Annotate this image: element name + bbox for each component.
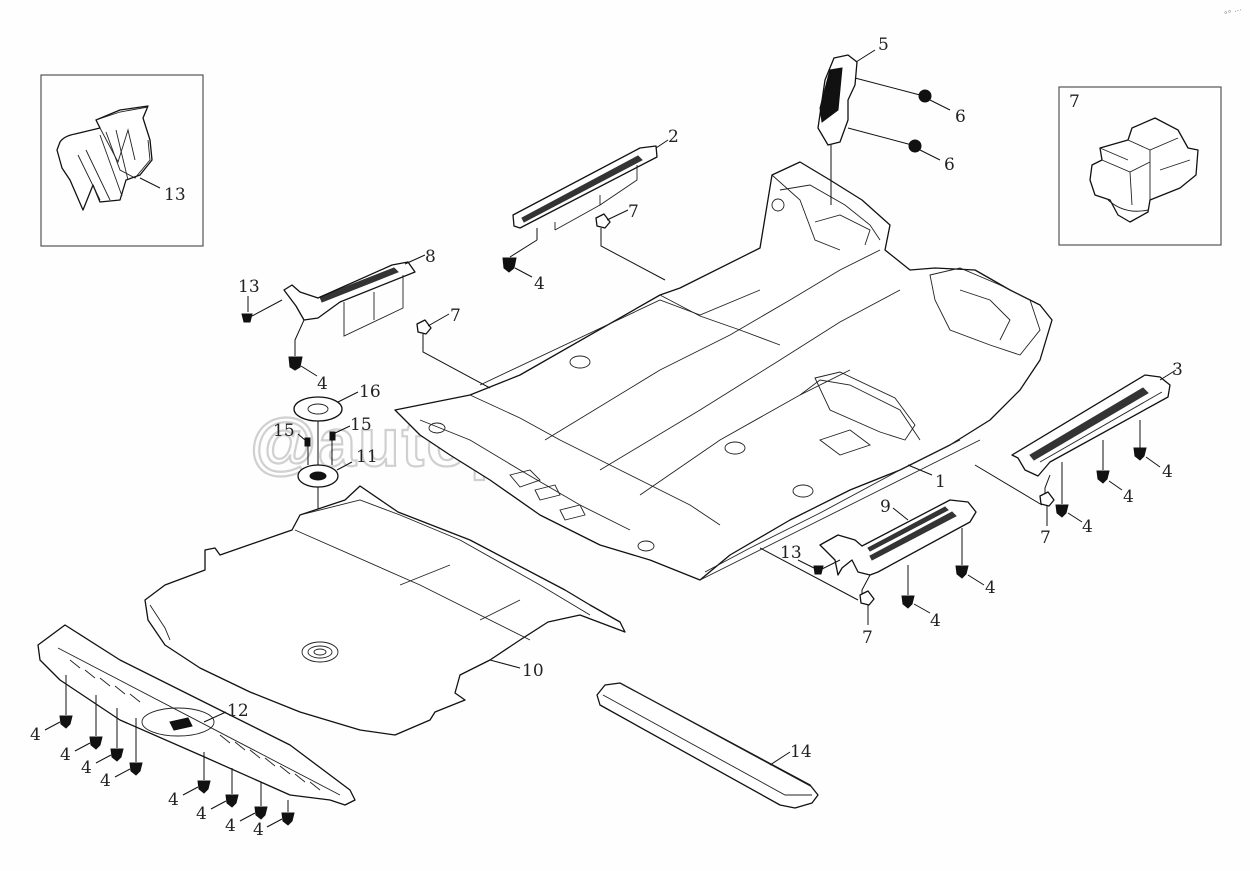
callout-6-upper: 6 xyxy=(955,107,966,127)
callout-15-right: 15 xyxy=(350,415,372,435)
callout-4-scuff-8: 4 xyxy=(253,820,264,840)
sill-plate-8 xyxy=(283,261,416,337)
scuff-plate-12 xyxy=(37,624,356,806)
callout-9: 9 xyxy=(880,497,891,517)
sill-plate-3 xyxy=(1011,374,1171,477)
callout-4-sill-3-c: 4 xyxy=(1082,517,1093,537)
clip-13-sill-8 xyxy=(241,313,253,323)
callout-11: 11 xyxy=(356,447,378,467)
callout-4-scuff-4: 4 xyxy=(100,771,111,791)
callout-6-lower: 6 xyxy=(944,155,955,175)
clip-7-sill-8 xyxy=(416,319,432,335)
callout-7-inset: 7 xyxy=(1069,92,1080,112)
callout-4-sill-3-a: 4 xyxy=(1162,462,1173,482)
clip-7-sill-3 xyxy=(1039,491,1055,507)
washer-16 xyxy=(293,396,343,422)
sill-plate-9 xyxy=(819,499,977,576)
inset-clip-7: 7 xyxy=(1058,86,1222,246)
callout-4-scuff-2: 4 xyxy=(60,745,71,765)
inset-frame xyxy=(40,74,204,247)
inset-frame xyxy=(1058,86,1222,246)
callout-3: 3 xyxy=(1172,360,1183,380)
callout-10: 10 xyxy=(522,661,544,681)
callout-4-scuff-5: 4 xyxy=(168,790,179,810)
callout-5: 5 xyxy=(878,35,889,55)
callout-4-scuff-6: 4 xyxy=(196,804,207,824)
callout-2: 2 xyxy=(668,127,679,147)
clip-7-sill-2 xyxy=(595,213,611,229)
callout-14: 14 xyxy=(790,742,812,762)
callout-4-sill-3-b: 4 xyxy=(1123,487,1134,507)
callout-4-scuff-1: 4 xyxy=(30,725,41,745)
sill-plate-2 xyxy=(512,145,658,231)
callout-4-sill-2: 4 xyxy=(534,274,545,294)
callout-4-sill-9-b: 4 xyxy=(930,611,941,631)
callout-1: 1 xyxy=(935,472,946,492)
screw-15-left xyxy=(304,437,311,447)
clip-13-sill-9 xyxy=(813,565,824,575)
callout-4-scuff-7: 4 xyxy=(225,816,236,836)
callout-8: 8 xyxy=(425,247,436,267)
bracket-11 xyxy=(297,464,339,488)
clip-13-illustration xyxy=(56,105,153,211)
screw-15-right xyxy=(329,431,336,441)
callout-16: 16 xyxy=(359,382,381,402)
callout-13-sill-8: 13 xyxy=(238,277,260,297)
callout-13-sill-9: 13 xyxy=(780,543,802,563)
callout-4-sill-9-a: 4 xyxy=(985,578,996,598)
callout-7-sill-3: 7 xyxy=(1040,528,1051,548)
heel-pad-5 xyxy=(817,54,858,146)
callout-4-scuff-3: 4 xyxy=(81,758,92,778)
clip-4-sill-2 xyxy=(502,257,517,273)
clip-7-sill-9 xyxy=(859,590,875,606)
clip-4-sill-8 xyxy=(288,356,303,371)
callout-15-left: 15 xyxy=(273,421,295,441)
callout-7-sill-8: 7 xyxy=(450,306,461,326)
callout-7-sill-9: 7 xyxy=(862,628,873,648)
clip-7-illustration xyxy=(1089,117,1199,223)
inset-clip-13: 13 xyxy=(40,74,204,247)
clip-6-lower xyxy=(908,139,922,153)
clip-6-upper xyxy=(918,89,932,103)
trunk-carpet-10 xyxy=(144,485,626,736)
callout-7-sill-2: 7 xyxy=(628,202,639,222)
callout-4-sill-8: 4 xyxy=(317,374,328,394)
floor-carpet xyxy=(394,161,1053,581)
scuff-plate-clips xyxy=(44,675,295,828)
pad-14 xyxy=(596,682,819,809)
callout-12: 12 xyxy=(227,701,249,721)
callout-13-inset: 13 xyxy=(164,185,186,205)
